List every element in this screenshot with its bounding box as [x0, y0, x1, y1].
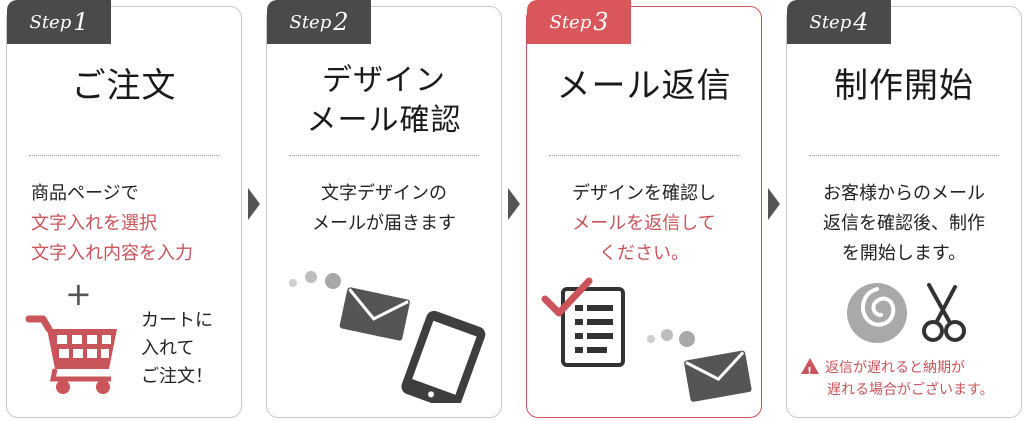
- plus-sign: +: [65, 275, 92, 313]
- envelope-icon: [339, 287, 410, 341]
- shopping-cart-icon: [25, 315, 117, 394]
- cart-note-line: カートに: [141, 310, 213, 331]
- scissors-icon: [922, 283, 966, 342]
- warning-text: 返信が遅れると納期が: [825, 360, 965, 376]
- step-3-desc-line: メールを返信して: [572, 213, 716, 234]
- step-3-tab-number: 3: [593, 8, 609, 36]
- step-3-desc-line: ください。: [599, 243, 689, 264]
- step-4-description: お客様からのメール 返信を確認後、制作 を開始します。: [787, 179, 1021, 269]
- step-2-card: Step 2 デザイン メール確認 文字デザインの メールが届きます: [266, 0, 502, 418]
- step-2-tab: Step 2: [267, 0, 371, 44]
- delay-warning: 返信が遅れると納期が 遅れる場合がございます。: [801, 357, 1013, 401]
- step-3-description: デザインを確認し メールを返信して ください。: [527, 179, 761, 269]
- step-2-title: デザイン メール確認: [267, 61, 501, 141]
- envelope-to-phone-illustration: [289, 271, 486, 403]
- warning-line: 遅れる場合がございます。: [827, 382, 994, 398]
- warning-line: 返信が遅れると納期が: [801, 357, 1013, 383]
- envelope-icon: [684, 350, 752, 402]
- step-2-description: 文字デザインの メールが届きます: [267, 179, 501, 239]
- step-arrow: [508, 188, 520, 220]
- step-2-tab-number: 2: [333, 8, 349, 36]
- step-4-tab-number: 4: [853, 8, 869, 36]
- step-2-tab-word: Step: [289, 11, 332, 33]
- step-4-tab: Step 4: [787, 0, 891, 44]
- step-2-desc-line: メールが届きます: [312, 213, 456, 234]
- step-3-tab-word: Step: [549, 11, 592, 33]
- warning-icon: [801, 358, 819, 383]
- step-1-desc-line: 文字入れ内容を入力: [31, 243, 193, 264]
- step-1-card: Step 1 ご注文 商品ページで 文字入れを選択 文字入れ内容を入力 + カー…: [6, 0, 242, 418]
- step-1-description: 商品ページで 文字入れを選択 文字入れ内容を入力: [31, 179, 265, 269]
- step-1-desc-line: 文字入れを選択: [31, 213, 157, 234]
- checklist-to-envelope-illustration: [541, 277, 752, 402]
- step-1-tab: Step 1: [7, 0, 111, 44]
- rose-icon: [847, 283, 907, 343]
- checklist-icon: [541, 277, 625, 367]
- step-1-desc-line: 商品ページで: [31, 183, 139, 204]
- cart-note-line: 入れて: [141, 338, 195, 359]
- step-4-desc-line: お客様からのメール: [823, 183, 985, 204]
- step-1-divider: [29, 155, 219, 156]
- step-2-title-line: メール確認: [306, 103, 462, 138]
- cart-note-line: ご注文！: [141, 366, 213, 387]
- step-3-divider: [549, 155, 739, 156]
- step-1-title: ご注文: [71, 66, 177, 106]
- step-3-desc-line: デザインを確認し: [572, 183, 716, 204]
- step-2-divider: [289, 155, 479, 156]
- step-4-card: Step 4 制作開始 お客様からのメール 返信を確認後、制作 を開始します。 …: [786, 0, 1022, 418]
- step-3-tab: Step 3: [527, 0, 631, 44]
- step-3-card: Step 3 メール返信 デザインを確認し メールを返信して ください。: [526, 0, 762, 418]
- step-1-tab-number: 1: [73, 8, 89, 36]
- smartphone-icon: [401, 310, 486, 403]
- step-4-title: 制作開始: [834, 66, 974, 106]
- step-arrow: [248, 188, 260, 220]
- step-4-desc-line: 返信を確認後、制作: [823, 213, 985, 234]
- rose-and-scissors-illustration: [847, 283, 966, 343]
- step-2-title-line: デザイン: [322, 63, 446, 98]
- step-4-divider: [809, 155, 999, 156]
- step-arrow: [768, 188, 780, 220]
- step-3-title: メール返信: [556, 66, 732, 106]
- cart-note: カートに 入れて ご注文！: [141, 307, 231, 391]
- step-1-tab-word: Step: [29, 11, 72, 33]
- step-2-desc-line: 文字デザインの: [321, 183, 447, 204]
- step-4-tab-word: Step: [809, 11, 852, 33]
- step-4-desc-line: を開始します。: [841, 243, 967, 264]
